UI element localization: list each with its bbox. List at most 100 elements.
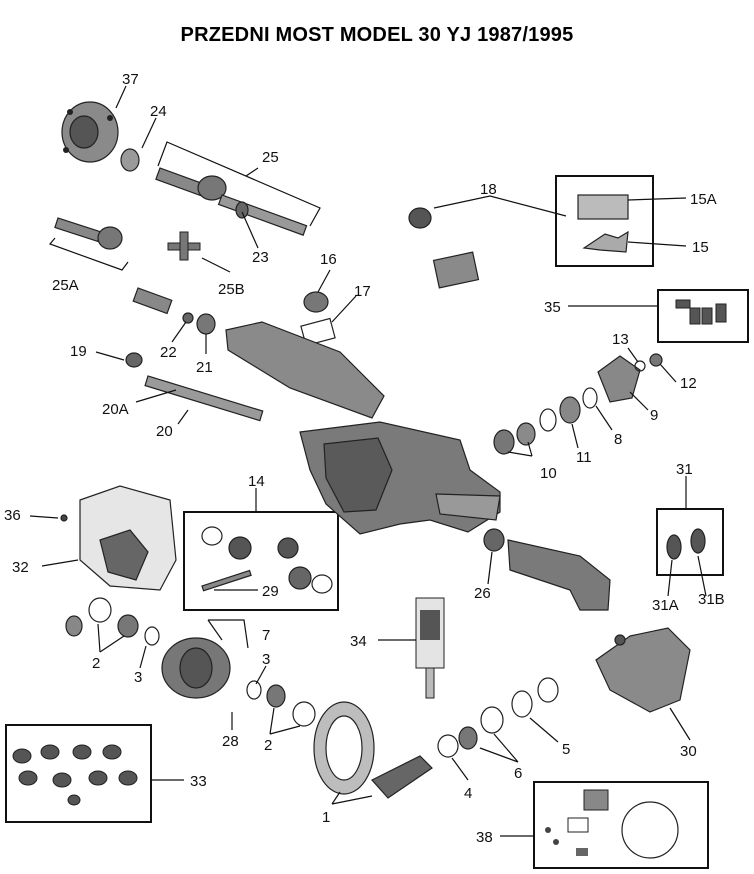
seal-24-part — [120, 148, 140, 172]
ring-11-part — [539, 408, 557, 432]
right-axle-tube-part — [507, 539, 611, 611]
callout-25b: 25B — [218, 281, 245, 298]
shim-3b-part — [246, 680, 262, 700]
bolt-36-part — [60, 514, 68, 522]
callout-20a: 20A — [102, 401, 129, 418]
callout-24: 24 — [150, 103, 167, 120]
callout-36: 36 — [4, 507, 21, 524]
callout-6: 6 — [514, 765, 522, 782]
axle-shaft-25a-part — [54, 217, 123, 250]
callout-38: 38 — [476, 829, 493, 846]
callout-26: 26 — [474, 585, 491, 602]
bearing-cap-part — [65, 615, 83, 637]
nut-30-part — [614, 634, 626, 646]
callout-5: 5 — [562, 741, 570, 758]
callout-15: 15 — [692, 239, 709, 256]
callout-16: 16 — [320, 251, 337, 268]
callout-7: 7 — [262, 627, 270, 644]
washer-4-part — [437, 734, 459, 758]
callout-15a: 15A — [690, 191, 717, 208]
bearing-10b-part — [516, 422, 536, 446]
callout-25: 25 — [262, 149, 279, 166]
page-title: PRZEDNI MOST MODEL 30 YJ 1987/1995 — [180, 24, 574, 46]
box-35-group — [657, 289, 749, 343]
sealant-tube-34-part — [415, 597, 445, 699]
bearing-2a-part — [117, 614, 139, 638]
spacer-5-part — [511, 690, 533, 718]
callout-12: 12 — [680, 375, 697, 392]
shaft-20a-part — [144, 375, 264, 422]
bearing-21-part — [196, 313, 216, 335]
callout-1: 1 — [322, 809, 330, 826]
fork-15-part — [582, 230, 629, 253]
callout-28: 28 — [222, 733, 239, 750]
bolt-set-35-part — [675, 299, 727, 325]
callout-30: 30 — [680, 743, 697, 760]
callout-13: 13 — [612, 331, 629, 348]
race-6b-part — [480, 706, 504, 734]
carrier-7-part — [161, 637, 231, 699]
callout-37: 37 — [122, 71, 139, 88]
tube-part — [132, 287, 173, 315]
callout-3b: 3 — [262, 651, 270, 668]
seal-22-part — [182, 312, 194, 324]
axle-shaft-25-part — [155, 167, 308, 236]
bearing-kit-33-part — [12, 744, 138, 806]
callout-3a: 3 — [134, 669, 142, 686]
bearing-6a-part — [458, 726, 478, 750]
callout-2b: 2 — [264, 737, 272, 754]
callout-32: 32 — [12, 559, 29, 576]
callout-4: 4 — [464, 785, 472, 802]
gear-set-14-part — [201, 526, 333, 594]
bushing-16-part — [303, 291, 329, 313]
washer-13-part — [634, 360, 646, 372]
callout-17: 17 — [354, 283, 371, 300]
seal-5-part — [537, 677, 559, 703]
leader-lines — [29, 85, 707, 837]
callout-29: 29 — [262, 583, 279, 600]
callout-21: 21 — [196, 359, 213, 376]
plate-15a-part — [577, 194, 629, 220]
race-11-part — [559, 396, 581, 424]
callout-35: 35 — [544, 299, 561, 316]
gasket-17-part — [300, 317, 336, 347]
steering-knuckle-30-part — [595, 627, 691, 713]
callout-11: 11 — [576, 449, 592, 466]
box-14-group — [183, 511, 339, 611]
race-2b-part — [292, 701, 316, 727]
callout-10: 10 — [540, 465, 557, 482]
bearing-26-part — [483, 528, 505, 552]
ring-and-pinion-1-part — [313, 701, 433, 799]
callout-31b: 31B — [698, 591, 725, 608]
seal-8-part — [582, 387, 598, 409]
box-38-group — [533, 781, 709, 869]
bearing-10-part — [493, 429, 515, 455]
callout-31a: 31A — [652, 597, 679, 614]
bearing-2b-part — [266, 684, 286, 708]
callout-31: 31 — [676, 461, 693, 478]
hardware-kit-38-part — [545, 789, 679, 859]
callout-20: 20 — [156, 423, 173, 440]
callout-14: 14 — [248, 473, 265, 490]
race-2a-part — [88, 597, 112, 623]
shim-3a-part — [144, 626, 160, 646]
hub-assembly-part — [61, 101, 119, 163]
box-15-group — [555, 175, 654, 267]
ball-joints-31-part — [666, 528, 706, 560]
axle-tube-housing-part — [225, 321, 385, 419]
ball-joint-18-part — [408, 207, 480, 289]
box-33-group — [5, 724, 152, 823]
callout-19: 19 — [70, 343, 87, 360]
callout-33: 33 — [190, 773, 207, 790]
box-31-group — [656, 508, 724, 576]
callout-34: 34 — [350, 633, 367, 650]
cover-inner-part — [99, 529, 149, 581]
callout-22: 22 — [160, 344, 177, 361]
callout-2a: 2 — [92, 655, 100, 672]
u-joint-cross-part — [167, 231, 201, 261]
callout-23: 23 — [252, 249, 269, 266]
bearing-19-part — [125, 352, 143, 368]
callout-9: 9 — [650, 407, 658, 424]
callout-25a: 25A — [52, 277, 79, 294]
yoke-9-part — [597, 355, 641, 403]
